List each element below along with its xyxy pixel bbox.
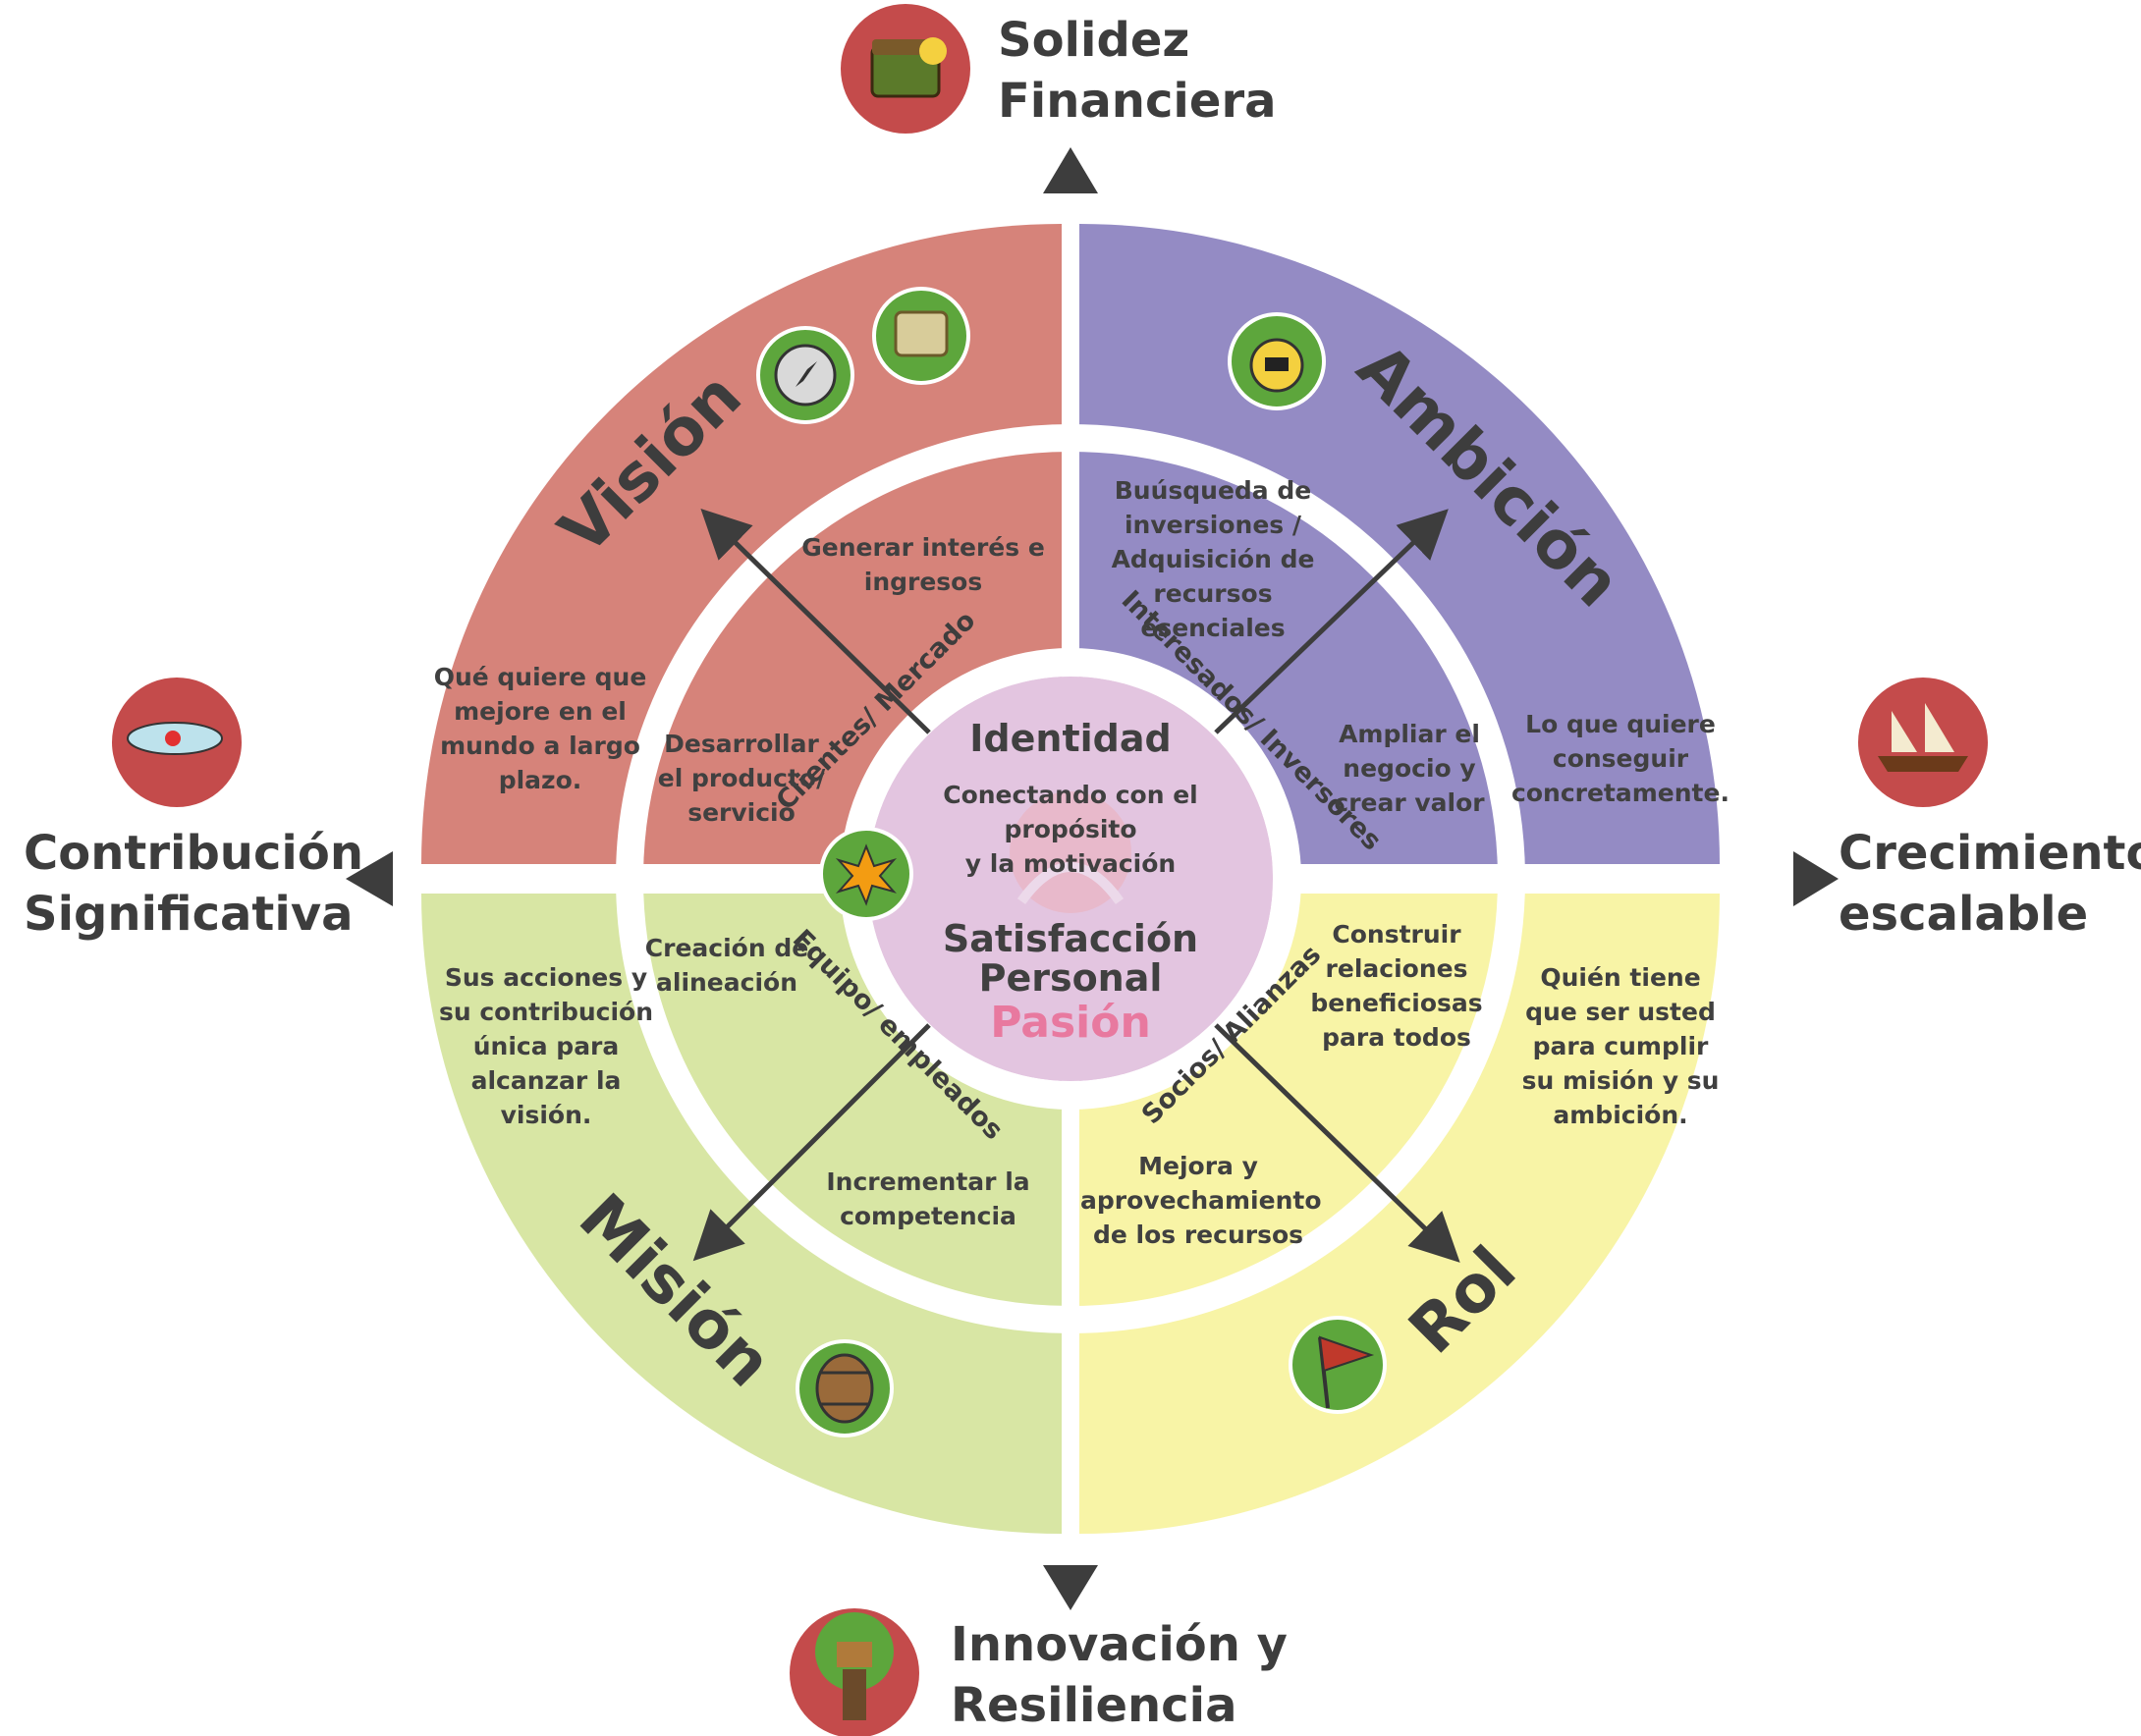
relationships-text: Construir relaciones beneficiosas para t…: [1298, 917, 1495, 1055]
inner-line: Creación de: [644, 934, 809, 962]
contribution-line2: Significativa: [24, 887, 354, 942]
mission-desc-line: visión.: [500, 1101, 592, 1129]
role-desc-line: su misión y su: [1521, 1066, 1720, 1095]
mission-desc-line: alcanzar la: [470, 1066, 622, 1095]
financial-strength-line1: Solidez: [998, 13, 1190, 68]
barrel-icon: [796, 1339, 894, 1438]
growth-label: Crecimiento escalable: [1839, 823, 2141, 945]
inner-line: Buúsqueda de: [1114, 476, 1312, 505]
center-circle-top: [868, 677, 1273, 1081]
role-desc-line: Quién tiene: [1540, 963, 1701, 992]
role-quadrant: [1079, 894, 1720, 1534]
mission-description: Sus acciones y su contribución única par…: [428, 960, 664, 1132]
explosion-icon: [819, 827, 913, 921]
growth-line2: escalable: [1839, 887, 2089, 942]
inner-line: recursos esenciales: [1140, 579, 1286, 642]
vision-desc-line: mejore en el: [454, 697, 627, 726]
alignment-text: Creación de alineación: [638, 931, 815, 1000]
treasure-map-icon: [872, 287, 970, 385]
investment-search-text: Buúsqueda de inversiones / Adquisición d…: [1080, 473, 1345, 645]
up-arrow-triangle: [1043, 147, 1098, 193]
financial-strength-line2: Financiera: [998, 74, 1277, 129]
vision-desc-line: Qué quiere que: [433, 663, 647, 691]
role-description: Quién tiene que ser usted para cumplir s…: [1503, 960, 1738, 1132]
center-sub-line: y la motivación: [964, 849, 1177, 878]
ambition-desc-line: Lo que quiere: [1525, 710, 1716, 738]
vision-desc-line: plazo.: [498, 766, 582, 794]
vision-description: Qué quiere que mejore en el mundo a larg…: [432, 660, 648, 797]
contribution-line1: Contribución: [24, 826, 364, 881]
ambition-desc-line: concretamente.: [1511, 779, 1729, 807]
treehouse-icon: [790, 1608, 919, 1736]
inner-line: Construir: [1332, 920, 1461, 949]
inner-line: inversiones /: [1124, 511, 1302, 539]
generate-interest-text: Generar interés e ingresos: [796, 530, 1051, 599]
down-arrow-triangle: [1043, 1565, 1098, 1610]
arrow-mission: [692, 1023, 931, 1262]
inner-line: beneficiosas: [1310, 989, 1483, 1017]
personal-satisfaction: Satisfacción Personal: [913, 919, 1228, 998]
role-desc-line: ambición.: [1553, 1101, 1688, 1129]
treasure-chest-icon: [841, 4, 970, 134]
innovation-label: Innovación y Resiliencia: [951, 1614, 1288, 1736]
contribution-label: Contribución Significativa: [24, 823, 363, 945]
inner-line: Mejora y: [1138, 1152, 1258, 1180]
inner-line: Ampliar el: [1339, 720, 1480, 748]
develop-product-text: Desarrollar el producto/ servicio: [638, 727, 845, 830]
identity-title: Identidad: [969, 717, 1172, 760]
inner-line: alineación: [656, 968, 797, 997]
compass-icon: [756, 326, 854, 424]
seaplane-icon: [112, 678, 242, 807]
resources-text: Mejora y aprovechamiento de los recursos: [1080, 1149, 1322, 1252]
center-sub-line: Conectando con el: [943, 781, 1198, 809]
expand-business-text: Ampliar el negocio y crear valor: [1316, 717, 1503, 820]
vision-desc-line: mundo a largo: [440, 732, 640, 760]
inner-line: aprovechamiento: [1080, 1186, 1322, 1215]
inner-line: el producto/: [657, 764, 826, 792]
role-desc-line: para cumplir: [1532, 1032, 1709, 1060]
satisfaction-line: Personal: [978, 956, 1163, 1000]
center-sub-line: propósito: [1004, 815, 1137, 843]
mission-desc-line: Sus acciones y: [444, 963, 648, 992]
arrow-role: [1214, 1023, 1460, 1263]
inner-line: Incrementar la: [826, 1167, 1030, 1196]
sailing-ships-icon: [1858, 678, 1988, 807]
right-arrow-triangle: [1793, 851, 1839, 906]
inner-line: relaciones: [1325, 954, 1468, 983]
inner-line: Desarrollar: [664, 730, 819, 758]
growth-line1: Crecimiento: [1839, 826, 2141, 881]
inner-line: competencia: [840, 1202, 1016, 1230]
inner-line: crear valor: [1334, 788, 1485, 817]
financial-strength-label: Solidez Financiera: [998, 10, 1277, 132]
innovation-line2: Resiliencia: [951, 1678, 1237, 1733]
arrow-ambition: [1214, 509, 1449, 734]
inner-line: servicio: [687, 798, 796, 827]
identity-subtitle: Conectando con el propósito y la motivac…: [913, 778, 1228, 881]
stopwatch-icon: [1228, 312, 1326, 410]
inner-line: de los recursos: [1092, 1221, 1304, 1249]
inner-line: negocio y: [1343, 754, 1476, 783]
inner-line: para todos: [1322, 1023, 1471, 1052]
ambition-desc-line: conseguir: [1552, 744, 1689, 773]
satisfaction-line: Satisfacción: [942, 917, 1199, 960]
innovation-line1: Innovación y: [951, 1617, 1288, 1672]
mission-desc-line: su contribución: [438, 998, 654, 1026]
inner-line: Generar interés e: [801, 533, 1045, 562]
inner-line: ingresos: [863, 568, 983, 596]
left-arrow-triangle: [346, 851, 393, 906]
ambition-description: Lo que quiere conseguir concretamente.: [1503, 707, 1738, 810]
red-flag-icon: [1289, 1316, 1387, 1414]
role-desc-line: que ser usted: [1525, 998, 1716, 1026]
inner-line: Adquisición de: [1111, 545, 1315, 573]
passion-label: Pasión: [990, 998, 1151, 1048]
competence-text: Incrementar la competencia: [825, 1165, 1031, 1233]
mission-desc-line: única para: [472, 1032, 620, 1060]
arrow-vision: [700, 508, 931, 734]
center-watermark: [1010, 791, 1131, 913]
